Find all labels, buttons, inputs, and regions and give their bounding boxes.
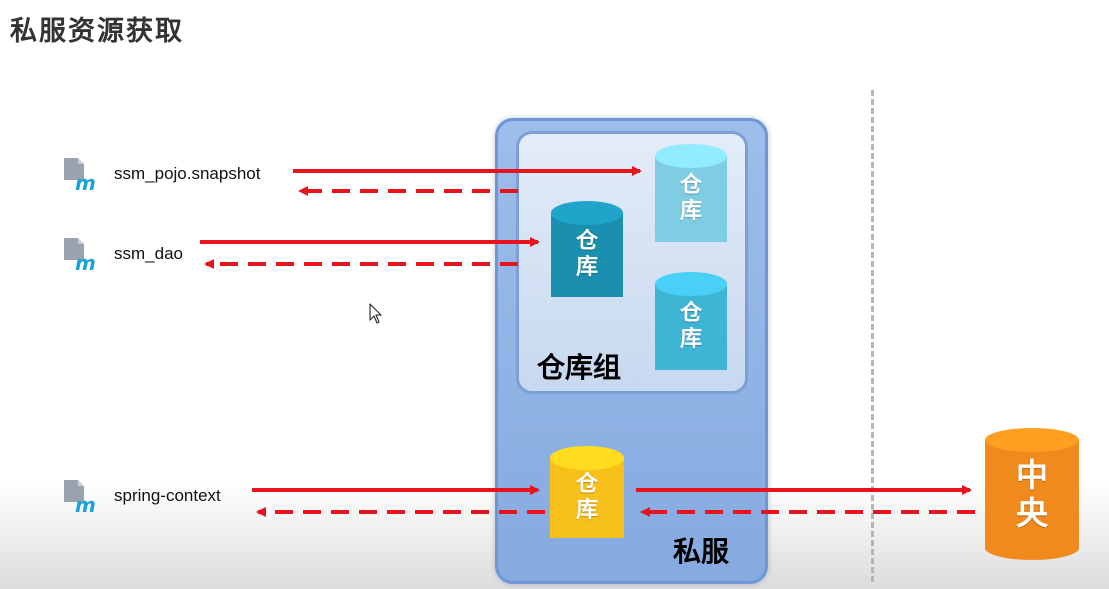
snapshot-repo-cylinder: 仓库	[655, 156, 727, 254]
svg-text:m: m	[75, 171, 96, 194]
slide-title: 私服资源获取	[10, 16, 184, 47]
svg-text:m: m	[75, 493, 96, 516]
repo-group-label: 仓库组	[537, 351, 622, 384]
module-label: ssm_pojo.snapshot	[114, 164, 261, 183]
third-party-repo-cylinder: 仓库	[550, 458, 624, 550]
module-label: spring-context	[114, 486, 221, 505]
repo-label: 仓库	[575, 228, 598, 280]
svg-text:m: m	[75, 251, 96, 274]
module-row: m spring-context	[60, 474, 221, 518]
repo-label: 仓库	[679, 172, 702, 224]
module-row: m ssm_dao	[60, 232, 183, 276]
repo-label: 仓库	[679, 300, 702, 352]
mouse-cursor-icon	[369, 303, 382, 324]
maven-module-icon: m	[64, 158, 96, 194]
repo-label: 仓库	[575, 471, 598, 523]
module-row: m ssm_pojo.snapshot	[60, 152, 260, 196]
private-server-label: 私服	[673, 535, 730, 568]
maven-module-icon: m	[64, 480, 96, 516]
module-label: ssm_dao	[114, 244, 183, 263]
network-divider	[871, 90, 874, 582]
central-label: 中央	[1015, 455, 1048, 532]
maven-module-icon: m	[64, 238, 96, 274]
